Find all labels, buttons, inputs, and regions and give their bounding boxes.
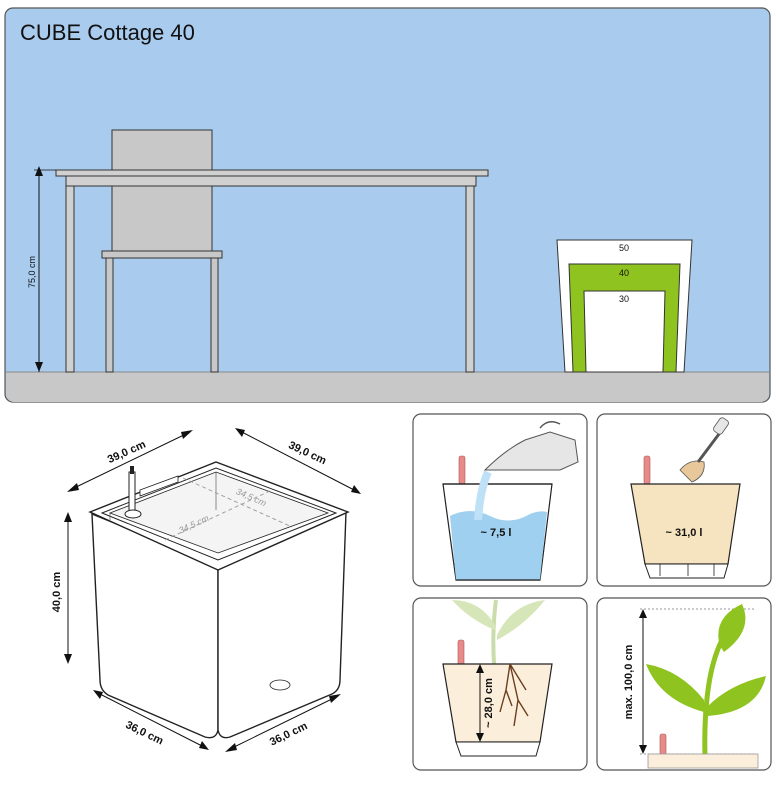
soil-volume-label: ~ 31,0 l <box>665 527 702 539</box>
size-label-50: 50 <box>619 243 629 253</box>
water-volume-label: ~ 7,5 l <box>481 527 512 539</box>
planter-height: 40,0 cm <box>51 572 63 613</box>
size-label-40: 40 <box>619 268 629 278</box>
page-title: CUBE Cottage 40 <box>20 20 195 45</box>
room-scene: CUBE Cottage 40 75,0 cm <box>4 7 771 403</box>
planter-drawing: 34,5 cm 34,5 cm 39,0 cm 39,0 cm 40,0 cm … <box>51 428 361 752</box>
table-height-dimension: 75,0 cm <box>27 166 56 372</box>
top-width-right: 39,0 cm <box>286 439 328 467</box>
top-width-left: 39,0 cm <box>106 438 148 465</box>
panel-water-reservoir: ~ 7,5 l <box>412 413 588 587</box>
max-height-label: max. 100,0 cm <box>623 644 635 719</box>
floor <box>6 372 769 402</box>
panel-soil-volume: ~ 31,0 l <box>596 413 772 587</box>
brand-badge <box>269 679 291 691</box>
base-width-right: 36,0 cm <box>268 720 310 749</box>
size-comparison: 50 40 30 <box>556 239 693 373</box>
chair <box>101 129 223 373</box>
table-height-label: 75,0 cm <box>27 256 37 288</box>
root-depth-label: ~ 28,0 cm <box>483 678 495 728</box>
panel-max-height: max. 100,0 cm <box>596 597 772 771</box>
base-width-left: 36,0 cm <box>124 719 166 748</box>
panel-root-depth: ~ 28,0 cm <box>412 597 588 771</box>
size-label-30: 30 <box>619 294 629 304</box>
table <box>55 169 489 373</box>
